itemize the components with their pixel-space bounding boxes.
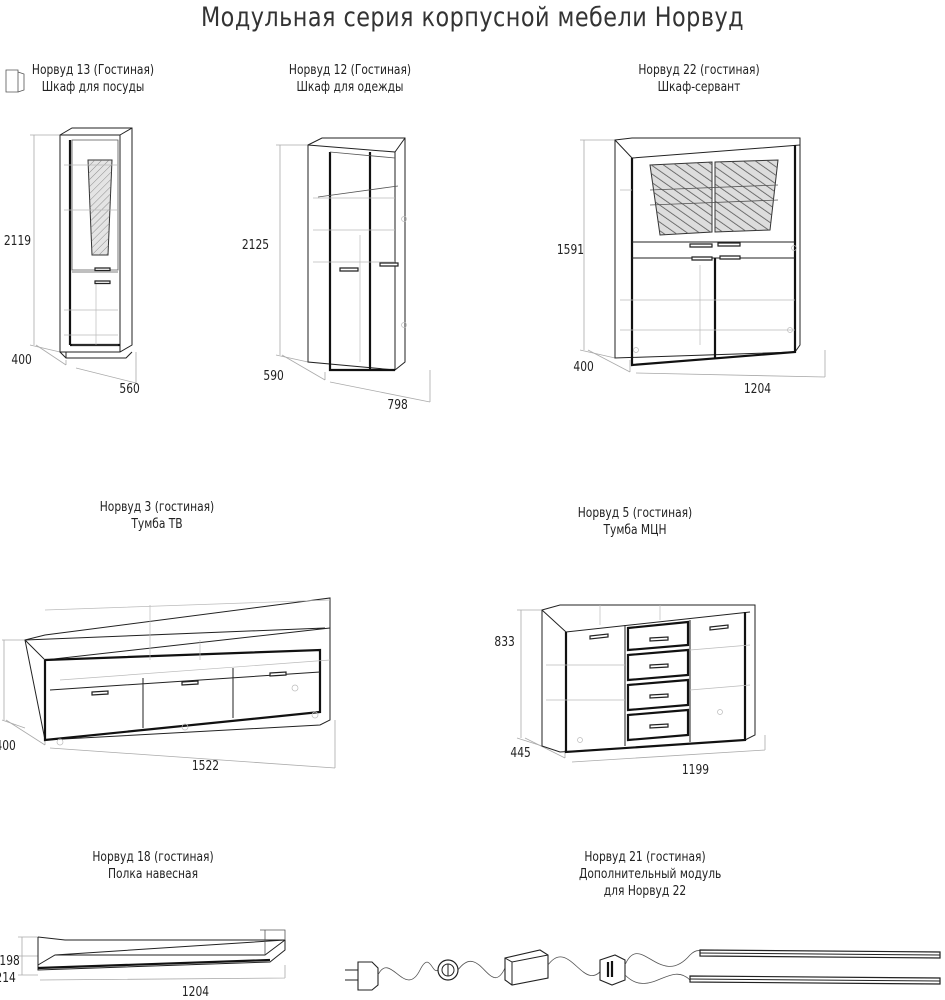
caption-n5: Норвуд 5 (гостиная) Тумба МЦН	[569, 505, 701, 539]
dim-n5-width: 1199	[681, 762, 710, 778]
dim-n22-depth: 400	[573, 359, 594, 375]
dim-n22-width: 1204	[743, 381, 772, 397]
dim-n12-width: 798	[387, 397, 408, 413]
module-desc: Шкаф для одежды	[296, 79, 404, 95]
dim-n18-height: 198	[0, 953, 20, 969]
caption-n21: Норвуд 21 (гостиная) Дополнительный моду…	[579, 849, 722, 900]
dim-n18-width: 1204	[181, 984, 210, 1000]
caption-n13: Норвуд 13 (Гостиная) Шкаф для посуды	[27, 62, 159, 96]
module-desc: Полка навесная	[107, 866, 199, 882]
dim-n13-width: 560	[119, 381, 140, 397]
drawing-n22	[579, 137, 826, 378]
module-name: Норвуд 18 (гостиная)	[92, 849, 214, 865]
module-desc: Дополнительный модуль	[579, 866, 722, 882]
module-desc: Тумба ТВ	[131, 516, 183, 532]
drawing-n21	[345, 949, 941, 991]
caption-n18: Норвуд 18 (гостиная) Полка навесная	[87, 849, 219, 883]
caption-n22: Норвуд 22 (гостиная) Шкаф-сервант	[633, 62, 765, 96]
module-desc-2: для Норвуд 22	[603, 883, 687, 899]
module-name: Норвуд 12 (Гостиная)	[288, 62, 412, 78]
dim-n22-height: 1591	[556, 242, 585, 258]
caption-n3: Норвуд 3 (гостиная) Тумба ТВ	[91, 499, 223, 533]
module-name: Норвуд 21 (гостиная)	[584, 849, 706, 865]
module-desc: Шкаф для посуды	[41, 79, 145, 95]
dim-n12-depth: 590	[263, 368, 284, 384]
drawing-n3	[1, 597, 336, 769]
dim-n12-height: 2125	[241, 237, 270, 253]
view-3d-icon	[5, 69, 25, 93]
drawing-n5	[516, 604, 766, 763]
module-desc: Тумба МЦН	[603, 522, 667, 538]
module-name: Норвуд 3 (гостиная)	[99, 499, 215, 515]
drawing-n13	[29, 127, 137, 384]
module-name: Норвуд 5 (гостиная)	[577, 505, 693, 521]
dim-n3-depth: 400	[0, 738, 16, 754]
module-name: Норвуд 22 (гостиная)	[638, 62, 760, 78]
dim-n13-depth: 400	[11, 352, 32, 368]
dim-n18-depth: 214	[0, 970, 16, 986]
module-desc: Шкаф-сервант	[657, 79, 741, 95]
module-name: Норвуд 13 (Гостиная)	[31, 62, 155, 78]
dim-n3-width: 1522	[191, 758, 220, 774]
dim-n5-height: 833	[494, 634, 515, 650]
dim-n13-height: 2119	[3, 233, 32, 249]
drawing-n12	[275, 137, 431, 403]
caption-n12: Норвуд 12 (Гостиная) Шкаф для одежды	[284, 62, 416, 96]
drawing-n18	[18, 929, 286, 981]
page-title: Модульная серия корпусной мебели Норвуд	[200, 2, 745, 33]
dim-n5-depth: 445	[510, 745, 531, 761]
